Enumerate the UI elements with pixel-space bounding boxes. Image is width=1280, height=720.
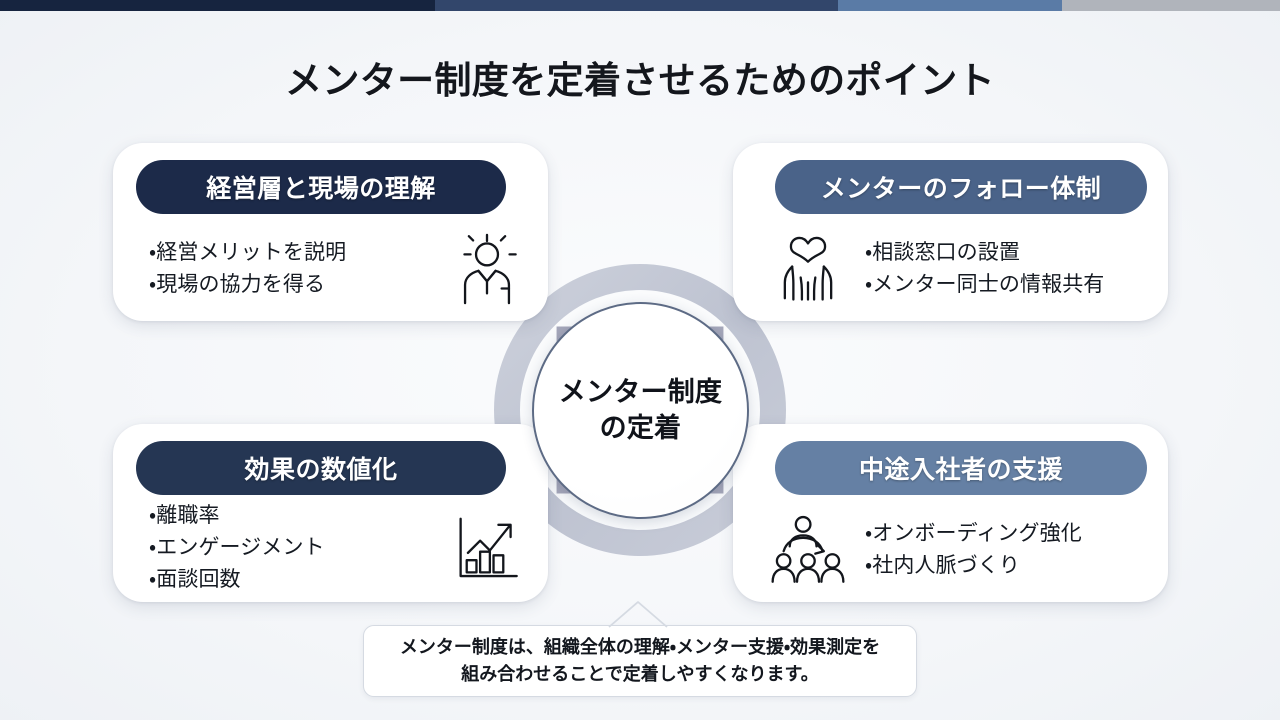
- card-bullet-list: ・相談窓口の設置 ・メンター同士の情報共有: [865, 237, 1104, 301]
- bullet-item: ・エンゲージメント: [149, 536, 325, 560]
- center-label-line2: の定着: [599, 412, 682, 443]
- bullet-item: ・メンター同士の情報共有: [865, 273, 1105, 296]
- card-bottom-right[interactable]: 中途入社者の支援 ・オンボーディング強化 ・社内人脈づくり: [733, 424, 1168, 602]
- bullet-item: ・現場の協力を得る: [149, 273, 326, 296]
- card-bullet-list: ・離職率 ・エンゲージメント ・面談回数: [149, 500, 446, 596]
- bullet-item: ・相談窓口の設置: [865, 241, 1020, 265]
- center-label-line1: メンター制度: [558, 376, 723, 407]
- card-bullet-list: ・経営メリットを説明 ・現場の協力を得る: [149, 237, 448, 301]
- card-top-left[interactable]: 経営層と現場の理解 ・経営メリットを説明 ・現場の協力を得る: [113, 143, 548, 321]
- bullet-item: ・社内人脈づくり: [865, 554, 1020, 577]
- ring-circle: [494, 264, 786, 556]
- hands-holding-heart-icon: [769, 230, 847, 308]
- topbar-segment-2: [435, 0, 839, 11]
- card-body: ・離職率 ・エンゲージメント ・面談回数: [113, 496, 548, 600]
- card-heading-pill: メンターのフォロー体制: [775, 160, 1147, 214]
- card-top-right[interactable]: メンターのフォロー体制 ・相談窓口の設置 ・メンター同士の情報共有: [733, 143, 1168, 321]
- summary-caption-box: メンター制度は、組織全体の理解・メンター支援・効果測定を 組み合わせることで定着…: [363, 625, 917, 697]
- card-heading-pill: 中途入社者の支援: [775, 441, 1147, 495]
- top-accent-bar: [0, 0, 1280, 11]
- caption-pointer-tail: [608, 601, 668, 628]
- people-group-icon: [769, 511, 847, 589]
- card-bullet-list: ・オンボーディング強化 ・社内人脈づくり: [865, 518, 1082, 582]
- caption-line-2: 組み合わせることで定着しやすくなります。: [461, 664, 819, 684]
- person-with-idea-icon: [448, 230, 526, 308]
- bullet-item: ・離職率: [149, 504, 220, 528]
- topbar-segment-1: [0, 0, 436, 11]
- growth-bar-chart-icon: [446, 509, 524, 587]
- card-heading-pill: 経営層と現場の理解: [136, 160, 506, 214]
- caption-line-1: メンター制度は、組織全体の理解・メンター支援・効果測定を: [399, 636, 881, 657]
- bullet-item: ・経営メリットを説明: [149, 241, 347, 265]
- topbar-segment-3: [838, 0, 1063, 11]
- bullet-item: ・面談回数: [149, 567, 241, 591]
- card-heading-pill: 効果の数値化: [136, 441, 506, 495]
- center-hub-circle: メンター制度 の定着: [532, 302, 749, 519]
- card-body: ・相談窓口の設置 ・メンター同士の情報共有: [733, 223, 1168, 315]
- page-title: メンター制度を定着させるためのポイント: [284, 60, 996, 101]
- card-body: ・経営メリットを説明 ・現場の協力を得る: [113, 223, 548, 315]
- card-bottom-left[interactable]: 効果の数値化 ・離職率 ・エンゲージメント ・面談回数: [113, 424, 548, 602]
- bullet-item: ・オンボーディング強化: [865, 522, 1082, 546]
- topbar-segment-4: [1062, 0, 1280, 11]
- card-body: ・オンボーディング強化 ・社内人脈づくり: [733, 504, 1168, 596]
